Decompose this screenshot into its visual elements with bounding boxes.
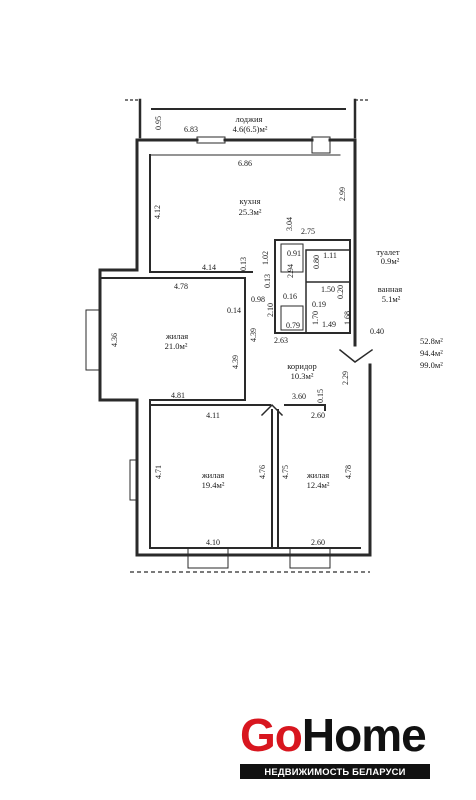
dimension: 0.40 <box>370 327 384 336</box>
dimension: 0.98 <box>251 295 265 304</box>
room-area-kitchen: 25.3м² <box>239 207 262 217</box>
window <box>129 459 138 501</box>
room-name-loggia: лоджия <box>236 114 263 124</box>
dimension: 2.94 <box>286 264 295 278</box>
room-area-toilet: 0.9м² <box>381 256 400 266</box>
living1-wall <box>99 277 246 406</box>
bedroom-top-wall <box>149 404 326 411</box>
room-area-bath: 5.1м² <box>382 294 401 304</box>
outer-wall-top <box>135 138 357 347</box>
dimension: 1.49 <box>322 320 336 329</box>
walls <box>85 98 374 569</box>
dimension: 0.14 <box>227 306 241 315</box>
room-area-living-2: 19.4м² <box>202 480 225 490</box>
room-name-living-3: жилая <box>306 470 329 480</box>
dimension: 4.39 <box>231 355 240 369</box>
dimension: 4.39 <box>249 328 258 342</box>
dimension: 2.60 <box>311 411 325 420</box>
total-area-2: 94.4м² <box>420 348 443 358</box>
dimension: 3.04 <box>285 217 294 231</box>
shaft <box>280 305 304 331</box>
dimension: 4.78 <box>174 282 188 291</box>
shaft <box>280 243 304 273</box>
dimension: 4.75 <box>281 465 290 479</box>
dimension: 1.11 <box>323 251 337 260</box>
dimension: 1.50 <box>321 285 335 294</box>
room-name-bath: ванная <box>378 284 403 294</box>
dimension: 4.10 <box>206 538 220 547</box>
dimension: 2.75 <box>301 227 315 236</box>
total-area-3: 99.0м² <box>420 360 443 370</box>
door-swing <box>260 403 284 417</box>
window <box>187 547 229 569</box>
room-area-loggia: 4.6(6.5)м² <box>233 124 268 134</box>
dimension: 0.95 <box>154 116 163 130</box>
dimension: 4.11 <box>206 411 220 420</box>
dimension: 2.60 <box>311 538 325 547</box>
room-area-living-3: 12.4м² <box>307 480 330 490</box>
outer-wall <box>98 138 372 557</box>
dimension: 2.29 <box>341 371 350 385</box>
dimension: 0.13 <box>263 274 272 288</box>
total-area-1: 52.8м² <box>420 336 443 346</box>
dimension: 0.91 <box>287 249 301 258</box>
dimension: 1.02 <box>261 251 270 265</box>
dimension: 4.71 <box>154 465 163 479</box>
room-name-living-2: жилая <box>201 470 224 480</box>
dimension: 0.15 <box>316 389 325 403</box>
kitchen-wall <box>149 154 253 273</box>
room-area-corridor: 10.3м² <box>291 371 314 381</box>
bath-partition <box>305 249 351 334</box>
dimension: 4.78 <box>344 465 353 479</box>
logo-wordmark: GoHome <box>240 709 427 761</box>
dimension: 4.12 <box>153 205 162 219</box>
dimension: 2.10 <box>266 303 275 317</box>
dimension: 6.83 <box>184 125 198 134</box>
dimension: 4.14 <box>202 263 216 272</box>
room-name-living-1: жилая <box>165 331 188 341</box>
dimension: 4.36 <box>110 333 119 347</box>
room-name-toilet: туалет <box>376 247 400 257</box>
window <box>85 309 101 371</box>
dimension: 1.70 <box>311 311 320 325</box>
dimension: 0.79 <box>286 321 300 330</box>
window <box>289 547 331 569</box>
dimension: 0.16 <box>283 292 297 301</box>
dimension: 0.80 <box>312 255 321 269</box>
room-name-corridor: коридор <box>287 361 317 371</box>
dimension: 0.13 <box>239 257 248 271</box>
room-area-living-1: 21.0м² <box>165 341 188 351</box>
bath-block <box>274 239 351 334</box>
door-swing <box>338 348 374 363</box>
dimension: 1.68 <box>343 311 352 325</box>
room-name-kitchen: кухня <box>240 196 261 206</box>
loggia-wall <box>138 98 357 139</box>
logo-tagline: НЕДВИЖИМОСТЬ БЕЛАРУСИ <box>240 764 430 779</box>
dimension: 4.76 <box>258 465 267 479</box>
gohome-logo: GoHome НЕДВИЖИМОСТЬ БЕЛАРУСИ <box>240 710 430 779</box>
dimension: 2.63 <box>274 336 288 345</box>
dimension: 2.99 <box>338 187 347 201</box>
window <box>311 136 331 154</box>
dimension: 0.19 <box>312 300 326 309</box>
dimension: 0.20 <box>336 285 345 299</box>
window <box>196 136 226 144</box>
dimension: 4.81 <box>171 391 185 400</box>
bedroom-divider <box>271 409 279 549</box>
dimension: 3.60 <box>292 392 306 401</box>
dimension: 6.86 <box>238 159 252 168</box>
